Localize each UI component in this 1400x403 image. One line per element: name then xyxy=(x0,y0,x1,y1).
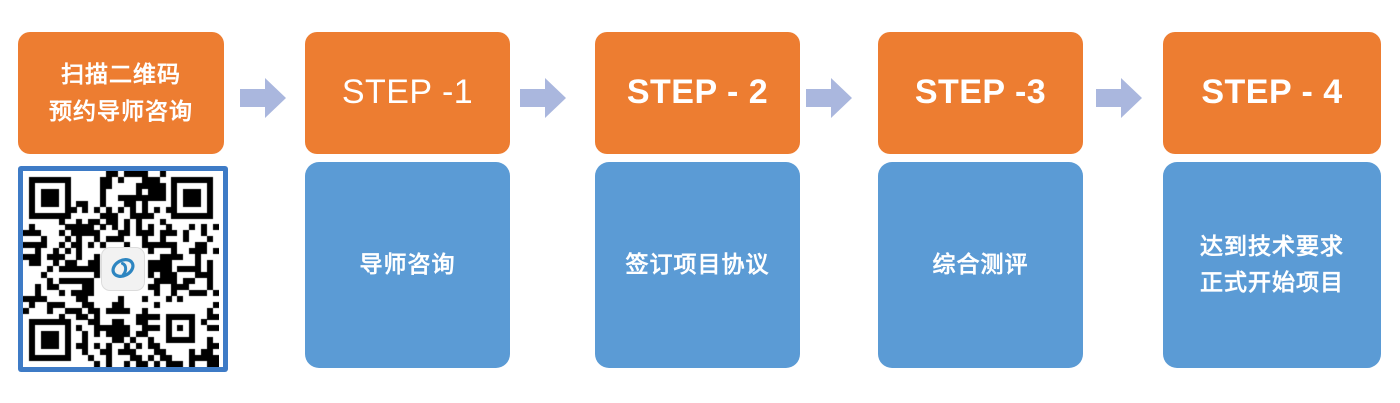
step-4-body-box: 达到技术要求 正式开始项目 xyxy=(1163,162,1381,368)
step-3-description: 综合测评 xyxy=(933,247,1029,283)
qr-code-image xyxy=(23,171,223,367)
step-3-description-line-1: 综合测评 xyxy=(932,251,1029,278)
step-4-label: STEP - 4 xyxy=(1201,73,1343,112)
step-column-2: STEP - 2 签订项目协议 xyxy=(595,32,800,368)
step-1-description-line-1: 导师咨询 xyxy=(359,251,456,278)
swirl-logo-icon xyxy=(101,247,145,291)
arrow-right-icon xyxy=(520,76,566,120)
arrow-right-icon xyxy=(240,76,286,120)
step-3-label: STEP -3 xyxy=(914,73,1047,112)
qr-cta-header-box: 扫描二维码 预约导师咨询 xyxy=(18,32,224,154)
step-1-description: 导师咨询 xyxy=(360,247,456,283)
step-1-body-box: 导师咨询 xyxy=(305,162,510,368)
step-2-header-box: STEP - 2 xyxy=(595,32,800,154)
step-3-body-box: 综合测评 xyxy=(878,162,1083,368)
qr-cta-line-1: 扫描二维码 xyxy=(61,61,181,88)
step-1-header-box: STEP -1 xyxy=(305,32,510,154)
step-4-description-line-2: 正式开始项目 xyxy=(1200,269,1344,295)
step-3-header-box: STEP -3 xyxy=(878,32,1083,154)
step-4-description: 达到技术要求 正式开始项目 xyxy=(1200,229,1344,300)
step-column-4: STEP - 4 达到技术要求 正式开始项目 xyxy=(1163,32,1381,368)
qr-cta-column: 扫描二维码 预约导师咨询 xyxy=(18,32,228,372)
step-1-label: STEP -1 xyxy=(341,73,474,112)
qr-code-frame[interactable] xyxy=(18,166,228,372)
step-column-1: STEP -1 导师咨询 xyxy=(305,32,510,368)
arrow-right-icon xyxy=(806,76,852,120)
step-4-description-line-1: 达到技术要求 xyxy=(1200,233,1344,260)
step-2-label: STEP - 2 xyxy=(626,73,769,112)
arrow-right-icon xyxy=(1096,76,1142,120)
step-4-header-box: STEP - 4 xyxy=(1163,32,1381,154)
qr-cta-line-2: 预约导师咨询 xyxy=(49,98,193,124)
step-2-description: 签订项目协议 xyxy=(626,247,770,283)
step-2-description-line-1: 签订项目协议 xyxy=(625,251,770,278)
step-column-3: STEP -3 综合测评 xyxy=(878,32,1083,368)
step-2-body-box: 签订项目协议 xyxy=(595,162,800,368)
